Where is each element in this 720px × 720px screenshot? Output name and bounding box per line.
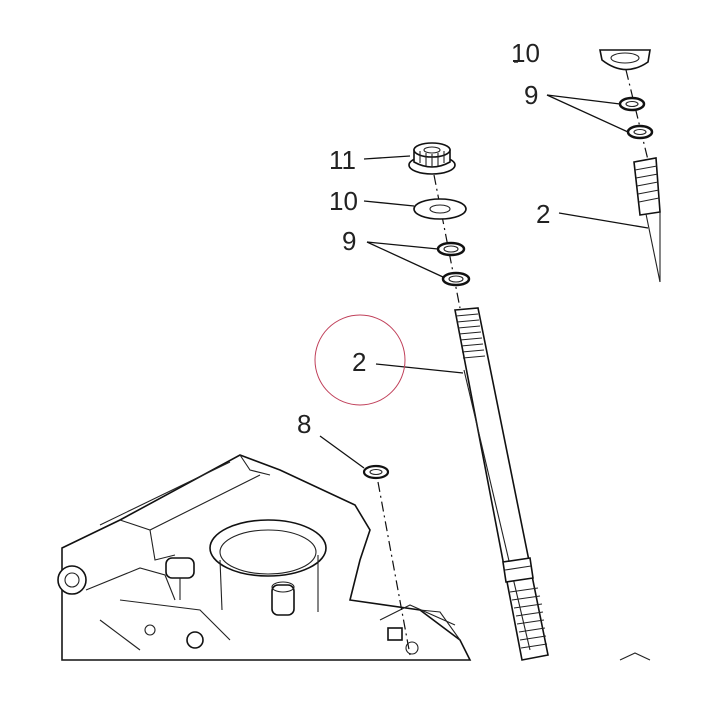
callout-10: 10	[329, 186, 358, 216]
callout-9: 9	[342, 226, 356, 256]
o-rings-9	[436, 241, 471, 287]
leader-lines	[319, 61, 649, 469]
callout-10-right-partial: 10	[511, 38, 540, 68]
callout-9-right: 9	[524, 80, 538, 110]
main-stud-bolt	[454, 307, 549, 661]
flange-nut-11	[408, 142, 456, 175]
callout-2-right: 2	[536, 199, 550, 229]
washer-10	[413, 198, 467, 220]
o-ring-8	[362, 464, 411, 656]
callout-11: 11	[329, 145, 356, 175]
right-assembly	[599, 49, 661, 661]
highlight-circle	[314, 314, 406, 406]
callout-8: 8	[297, 409, 311, 439]
engine-case	[57, 454, 472, 661]
callout-2-main: 2	[352, 347, 366, 377]
assembly-axis-main	[433, 174, 461, 309]
